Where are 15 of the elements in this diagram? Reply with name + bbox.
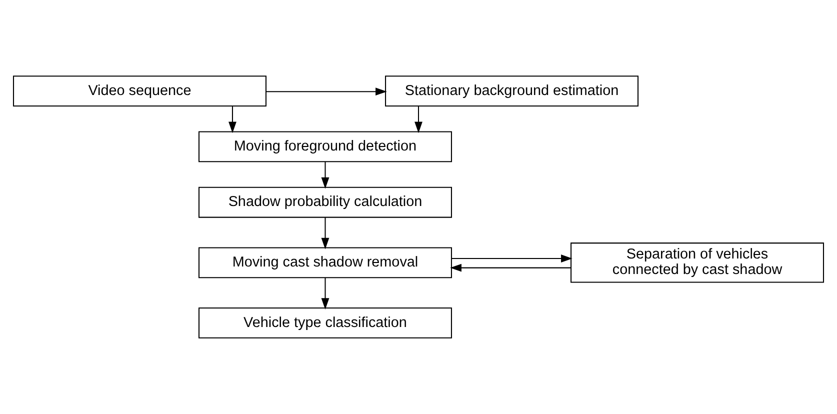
node-box: Moving cast shadow removal	[198, 247, 452, 278]
arrow	[452, 254, 572, 262]
arrow	[321, 218, 330, 250]
node-box: Shadow probability calculation	[198, 186, 452, 218]
arrow	[414, 106, 422, 134]
node-box: Separation of vehicles connected by cast shadow	[570, 242, 824, 283]
node-box: Stationary background estimation	[385, 76, 639, 107]
node-box: Vehicle type classification	[198, 307, 452, 338]
arrow	[321, 278, 330, 310]
arrow	[450, 264, 571, 272]
arrow	[321, 162, 330, 189]
arrow	[228, 106, 236, 134]
node-box: Moving foreground detection	[198, 131, 452, 162]
arrow	[266, 88, 387, 96]
node-box: Video sequence	[12, 76, 266, 107]
